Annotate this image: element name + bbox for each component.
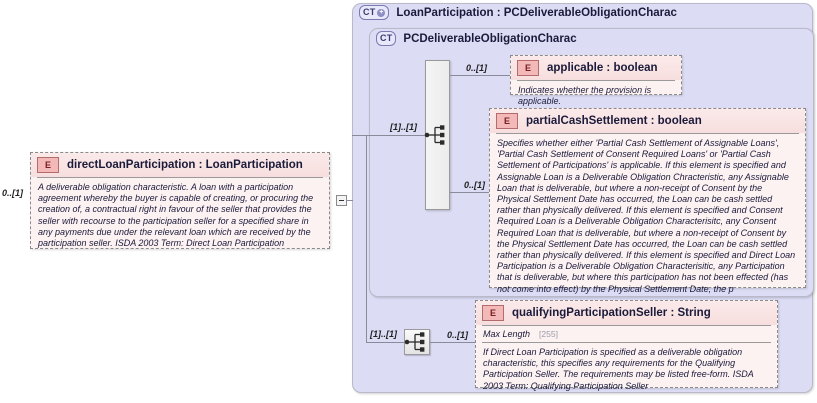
- cardinality-qualifyingparticipationseller: 0..[1]: [447, 330, 469, 340]
- connector-left-to-type: [347, 200, 353, 201]
- facet-max-length: Max Length [255]: [476, 326, 777, 342]
- outer-type-title: LoanParticipation : PCDeliverableObligat…: [396, 6, 677, 19]
- facet-label: Max Length: [483, 329, 531, 339]
- complex-type-badge[interactable]: CT: [376, 31, 397, 46]
- element-directloanparticipation[interactable]: E directLoanParticipation : LoanParticip…: [30, 152, 330, 249]
- cardinality-partialcashsettlement: 0..[1]: [464, 180, 486, 190]
- connector-into-secondary-compositor: [366, 342, 404, 343]
- cardinality-applicable: 0..[1]: [466, 63, 488, 73]
- divider: [482, 342, 771, 343]
- element-name: directLoanParticipation : LoanParticipat…: [67, 159, 303, 171]
- element-badge-icon: E: [517, 60, 539, 76]
- ct-badge-label: CT: [363, 7, 376, 17]
- element-badge-icon: E: [496, 113, 518, 129]
- element-badge-icon: E: [37, 157, 59, 173]
- element-qualifyingparticipationseller[interactable]: E qualifyingParticipationSeller : String…: [475, 300, 778, 391]
- element-name: applicable : boolean: [547, 62, 658, 74]
- element-description: Specifies whether either 'Partial Cash S…: [497, 138, 796, 294]
- element-description: If Direct Loan Participation is specifie…: [483, 347, 754, 391]
- all-icon: [404, 332, 425, 352]
- divider: [482, 325, 771, 326]
- ct-badge-label-inner: CT: [380, 33, 393, 43]
- element-description: A deliverable obligation characteristic.…: [38, 182, 314, 249]
- element-description: Indicates whether the provision is appli…: [518, 85, 652, 107]
- connector-into-main-compositor: [352, 135, 425, 136]
- element-badge-icon: E: [482, 305, 504, 321]
- branch-to-qualifyingparticipationseller: [430, 342, 475, 343]
- connector-vertical-trunk: [366, 135, 367, 342]
- element-header: E qualifyingParticipationSeller : String: [476, 301, 777, 325]
- divider: [496, 133, 799, 134]
- all-icon: [424, 125, 445, 145]
- element-partialcashsettlement[interactable]: E partialCashSettlement : boolean Specif…: [489, 108, 806, 294]
- cardinality-main-compositor: [1]..[1]: [390, 122, 417, 132]
- inner-type-title-row: CT PCDeliverableObligationCharac: [376, 31, 577, 46]
- element-name: partialCashSettlement : boolean: [526, 115, 702, 127]
- divider: [37, 177, 323, 178]
- cardinality-directloanparticipation: 0..[1]: [2, 188, 24, 198]
- element-header: E applicable : boolean: [511, 56, 681, 80]
- element-name: qualifyingParticipationSeller : String: [512, 307, 711, 319]
- divider: [517, 80, 675, 81]
- inner-type-title: PCDeliverableObligationCharac: [403, 32, 577, 45]
- collapse-toggle-directloanparticipation[interactable]: [336, 195, 347, 206]
- facet-value: [255]: [539, 329, 558, 339]
- branch-to-applicable: [450, 75, 510, 76]
- outer-type-title-row: CT+ LoanParticipation : PCDeliverableObl…: [359, 5, 677, 20]
- element-applicable[interactable]: E applicable : boolean Indicates whether…: [510, 55, 682, 106]
- element-header: E partialCashSettlement : boolean: [490, 109, 805, 133]
- cardinality-secondary-compositor: [1]..[1]: [370, 329, 397, 339]
- expand-plus-icon[interactable]: +: [377, 8, 386, 17]
- branch-to-partialcashsettlement: [450, 192, 510, 193]
- complex-type-badge-expandable[interactable]: CT+: [359, 5, 390, 20]
- element-header: E directLoanParticipation : LoanParticip…: [31, 153, 329, 177]
